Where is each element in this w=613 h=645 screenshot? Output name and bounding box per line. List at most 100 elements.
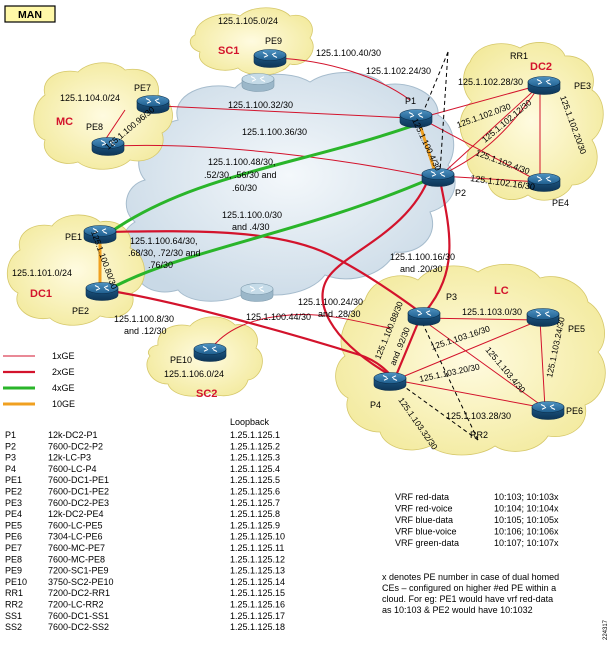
- svg-text:P4: P4: [370, 400, 381, 410]
- vrf-route-target: 10:104; 10:104x: [494, 504, 559, 514]
- router-p2: P2: [421, 167, 466, 198]
- vrf-route-target: 10:106; 10:106x: [494, 527, 559, 537]
- device-table-cell: 7600-MC-PE7: [48, 543, 105, 553]
- device-table-cell: 1.25.1.125.18: [230, 622, 285, 632]
- device-table-cell: 1.25.1.125.10: [230, 532, 285, 542]
- device-table-cell: 7200-DC2-RR1: [48, 588, 110, 598]
- link-label: 125.1.100.40/30: [316, 48, 381, 58]
- device-table-cell: 1.25.1.125.9: [230, 520, 280, 530]
- router-pe9: PE9: [253, 36, 287, 69]
- device-table-cell: PE2: [5, 487, 22, 497]
- note-line: CEs – configured on higher #ed PE within…: [382, 583, 556, 593]
- device-table-cell: 1.25.1.125.12: [230, 554, 285, 564]
- device-table-cell: PE10: [5, 577, 27, 587]
- device-table-cell: P4: [5, 464, 16, 474]
- device-table-cell: 1.25.1.125.2: [230, 441, 280, 451]
- rr2-label: RR2: [470, 430, 488, 440]
- vrf-route-target: 10:107; 10:107x: [494, 538, 559, 548]
- legend-label: 2xGE: [52, 367, 75, 377]
- device-table-cell: 7600-DC2-P2: [48, 441, 103, 451]
- router-p4: P4: [370, 371, 407, 410]
- vrf-name: VRF blue-data: [395, 515, 453, 525]
- device-table-cell: 1.25.1.125.17: [230, 611, 285, 621]
- mc-cloud: [33, 62, 173, 170]
- link-label: 125.1.100.64/30,: [130, 236, 198, 246]
- figure-id: 224317: [603, 619, 609, 640]
- subnet-sc2: 125.1.106.0/24: [164, 369, 224, 379]
- device-table-cell: 7600-LC-PE5: [48, 520, 103, 530]
- device-table-cell: 7600-DC1-PE2: [48, 487, 109, 497]
- device-table-cell: PE4: [5, 509, 22, 519]
- device-table-cell: 7600-DC2-SS2: [48, 622, 109, 632]
- subnet-mc: 125.1.104.0/24: [60, 93, 120, 103]
- vrf-route-target: 10:103; 10:103x: [494, 492, 559, 502]
- device-table-cell: 1.25.1.125.7: [230, 498, 280, 508]
- device-table-cell: 1.25.1.125.1: [230, 430, 280, 440]
- link-label: .76/30: [148, 260, 173, 270]
- link-label: .68/30, .72/30 and: [128, 248, 201, 258]
- loopback-header: Loopback: [230, 417, 270, 427]
- svg-text:PE5: PE5: [568, 324, 585, 334]
- svg-text:PE8: PE8: [86, 122, 103, 132]
- device-table-cell: 1.25.1.125.5: [230, 475, 280, 485]
- device-table-cell: PE3: [5, 498, 22, 508]
- site-sc1-label: SC1: [218, 45, 239, 57]
- vrf-name: VRF red-data: [395, 492, 449, 502]
- svg-text:P3: P3: [446, 292, 457, 302]
- link-label: and .4/30: [232, 222, 270, 232]
- link-label: 125.1.100.48/30,: [208, 157, 276, 167]
- device-table-cell: 3750-SC2-PE10: [48, 577, 114, 587]
- device-table-cell: 7600-LC-P4: [48, 464, 97, 474]
- site-dc2-label: DC2: [530, 61, 552, 73]
- device-table-cell: 1.25.1.125.15: [230, 588, 285, 598]
- subnet-dc1: 125.1.101.0/24: [12, 268, 72, 278]
- router-pe8: PE8: [86, 122, 125, 157]
- site-dc1-label: DC1: [30, 288, 52, 300]
- core-cloud: [122, 72, 456, 302]
- router-pe2: PE2: [72, 281, 119, 316]
- link-label: and .20/30: [400, 264, 443, 274]
- link-label: 125.1.100.36/30: [242, 127, 307, 137]
- dc2-cloud: [459, 42, 604, 201]
- link-label: 125.1.100.8/30: [114, 314, 174, 324]
- site-mc-label: MC: [56, 116, 73, 128]
- link-label: .52/30, .56/30 and: [204, 170, 277, 180]
- device-table-cell: PE9: [5, 566, 22, 576]
- device-table-cell: P3: [5, 453, 16, 463]
- device-table-cell: 1.25.1.125.3: [230, 453, 280, 463]
- device-table-cell: 7600-DC1-PE1: [48, 475, 109, 485]
- device-table-cell: 7200-LC-RR2: [48, 600, 104, 610]
- device-table-cell: 1.25.1.125.13: [230, 566, 285, 576]
- device-table-cell: PE6: [5, 532, 22, 542]
- device-table-cell: 7304-LC-PE6: [48, 532, 103, 542]
- device-table-cell: 12k-LC-P3: [48, 453, 91, 463]
- router-pe4: PE4: [527, 172, 569, 208]
- router-p3: P3: [407, 292, 457, 327]
- link-label: 125.1.103.28/30: [446, 411, 511, 421]
- link-label: 125.1.102.28/30: [458, 77, 523, 87]
- svg-text:PE1: PE1: [65, 232, 82, 242]
- link-label: and .12/30: [124, 326, 167, 336]
- router-p1: P1: [399, 96, 433, 129]
- link-label: .60/30: [232, 183, 257, 193]
- device-table-cell: 7600-MC-PE8: [48, 554, 105, 564]
- note-line: cloud. For eg: PE1 would have vrf red-da…: [382, 594, 553, 604]
- svg-text:PE10: PE10: [170, 355, 192, 365]
- router-pe10: PE10: [170, 342, 227, 365]
- link-label: and .28/30: [318, 309, 361, 319]
- legend-label: 1xGE: [52, 351, 75, 361]
- device-table-cell: 1.25.1.125.14: [230, 577, 285, 587]
- device-table-cell: 12k-DC2-P1: [48, 430, 98, 440]
- device-table-cell: PE7: [5, 543, 22, 553]
- link-label: 125.1.100.44/30: [246, 312, 311, 322]
- device-table-cell: P2: [5, 441, 16, 451]
- device-table-cell: 7600-DC2-PE3: [48, 498, 109, 508]
- link-label: 125.1.102.24/30: [366, 66, 431, 76]
- router-pe6: PE6: [531, 400, 583, 421]
- device-table-cell: 12k-DC2-PE4: [48, 509, 104, 519]
- svg-text:PE2: PE2: [72, 306, 89, 316]
- device-table-cell: PE5: [5, 520, 22, 530]
